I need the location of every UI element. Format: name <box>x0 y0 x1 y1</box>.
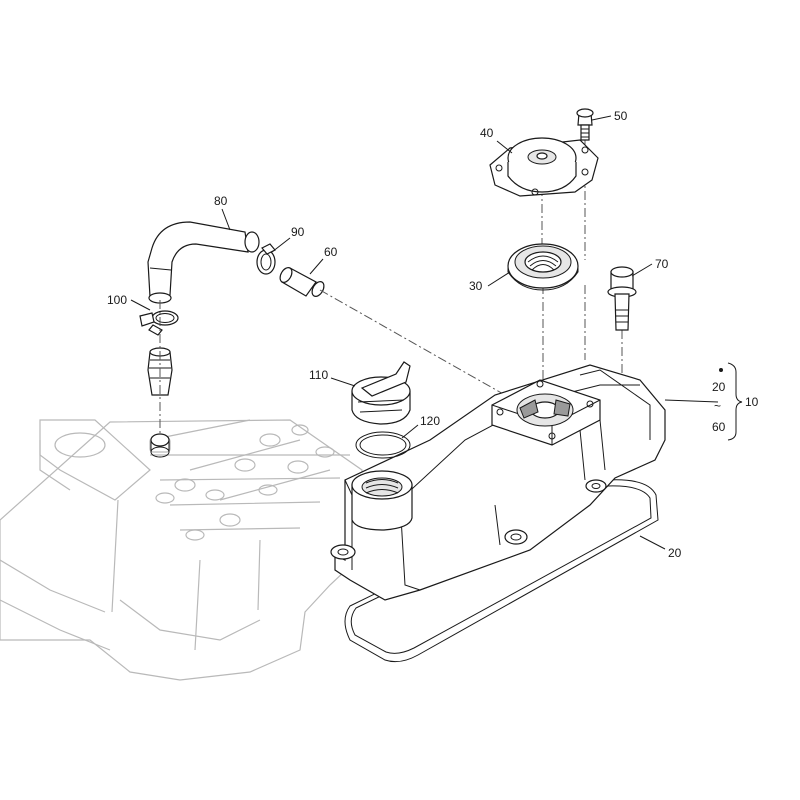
bracket-dot <box>719 368 723 372</box>
leader-100 <box>130 299 151 311</box>
oil-filler-cap-110 <box>351 361 411 425</box>
callout-labels: 80 90 60 100 40 50 30 70 110 120 10 20 2… <box>107 109 759 560</box>
cover-gasket-20 <box>344 479 659 663</box>
callout-80: 80 <box>214 194 228 208</box>
callout-90: 90 <box>291 225 305 239</box>
callout-40: 40 <box>480 126 494 140</box>
hose-clamp-100 <box>139 310 179 336</box>
callout-50: 50 <box>614 109 628 123</box>
cover-plate-40 <box>489 137 599 197</box>
callout-30: 30 <box>469 279 483 293</box>
leader-70 <box>631 263 653 277</box>
breather-valve-30 <box>507 243 579 291</box>
callout-110: 110 <box>309 368 328 382</box>
leader-40 <box>496 140 513 154</box>
leader-90 <box>271 237 291 253</box>
hose-clamp-90 <box>256 243 276 275</box>
block-port <box>150 433 170 458</box>
rocker-cover <box>330 364 666 601</box>
bolt-70 <box>607 266 637 331</box>
range-end: 60 <box>712 420 726 434</box>
range-tilde: ~ <box>714 399 721 413</box>
range-bracket <box>727 362 743 441</box>
leader-20 <box>639 535 666 550</box>
callout-100: 100 <box>107 293 127 307</box>
o-ring-120 <box>355 431 411 459</box>
leader-10 <box>664 399 719 403</box>
callout-70: 70 <box>655 257 669 271</box>
leader-120 <box>401 424 419 439</box>
pipe-60 <box>279 267 325 297</box>
callout-120: 120 <box>420 414 440 428</box>
callout-20: 20 <box>668 546 682 560</box>
leader-30 <box>487 271 511 287</box>
callout-60: 60 <box>324 245 338 259</box>
breather-hose-80 <box>147 221 260 304</box>
range-start: 20 <box>712 380 726 394</box>
callout-10: 10 <box>745 395 759 409</box>
leader-80 <box>221 208 231 231</box>
leader-110 <box>330 377 356 387</box>
leader-60 <box>309 258 324 275</box>
leader-lines <box>130 115 743 550</box>
engine-block <box>0 419 363 681</box>
screw-50 <box>576 108 594 141</box>
leader-50 <box>591 115 612 121</box>
